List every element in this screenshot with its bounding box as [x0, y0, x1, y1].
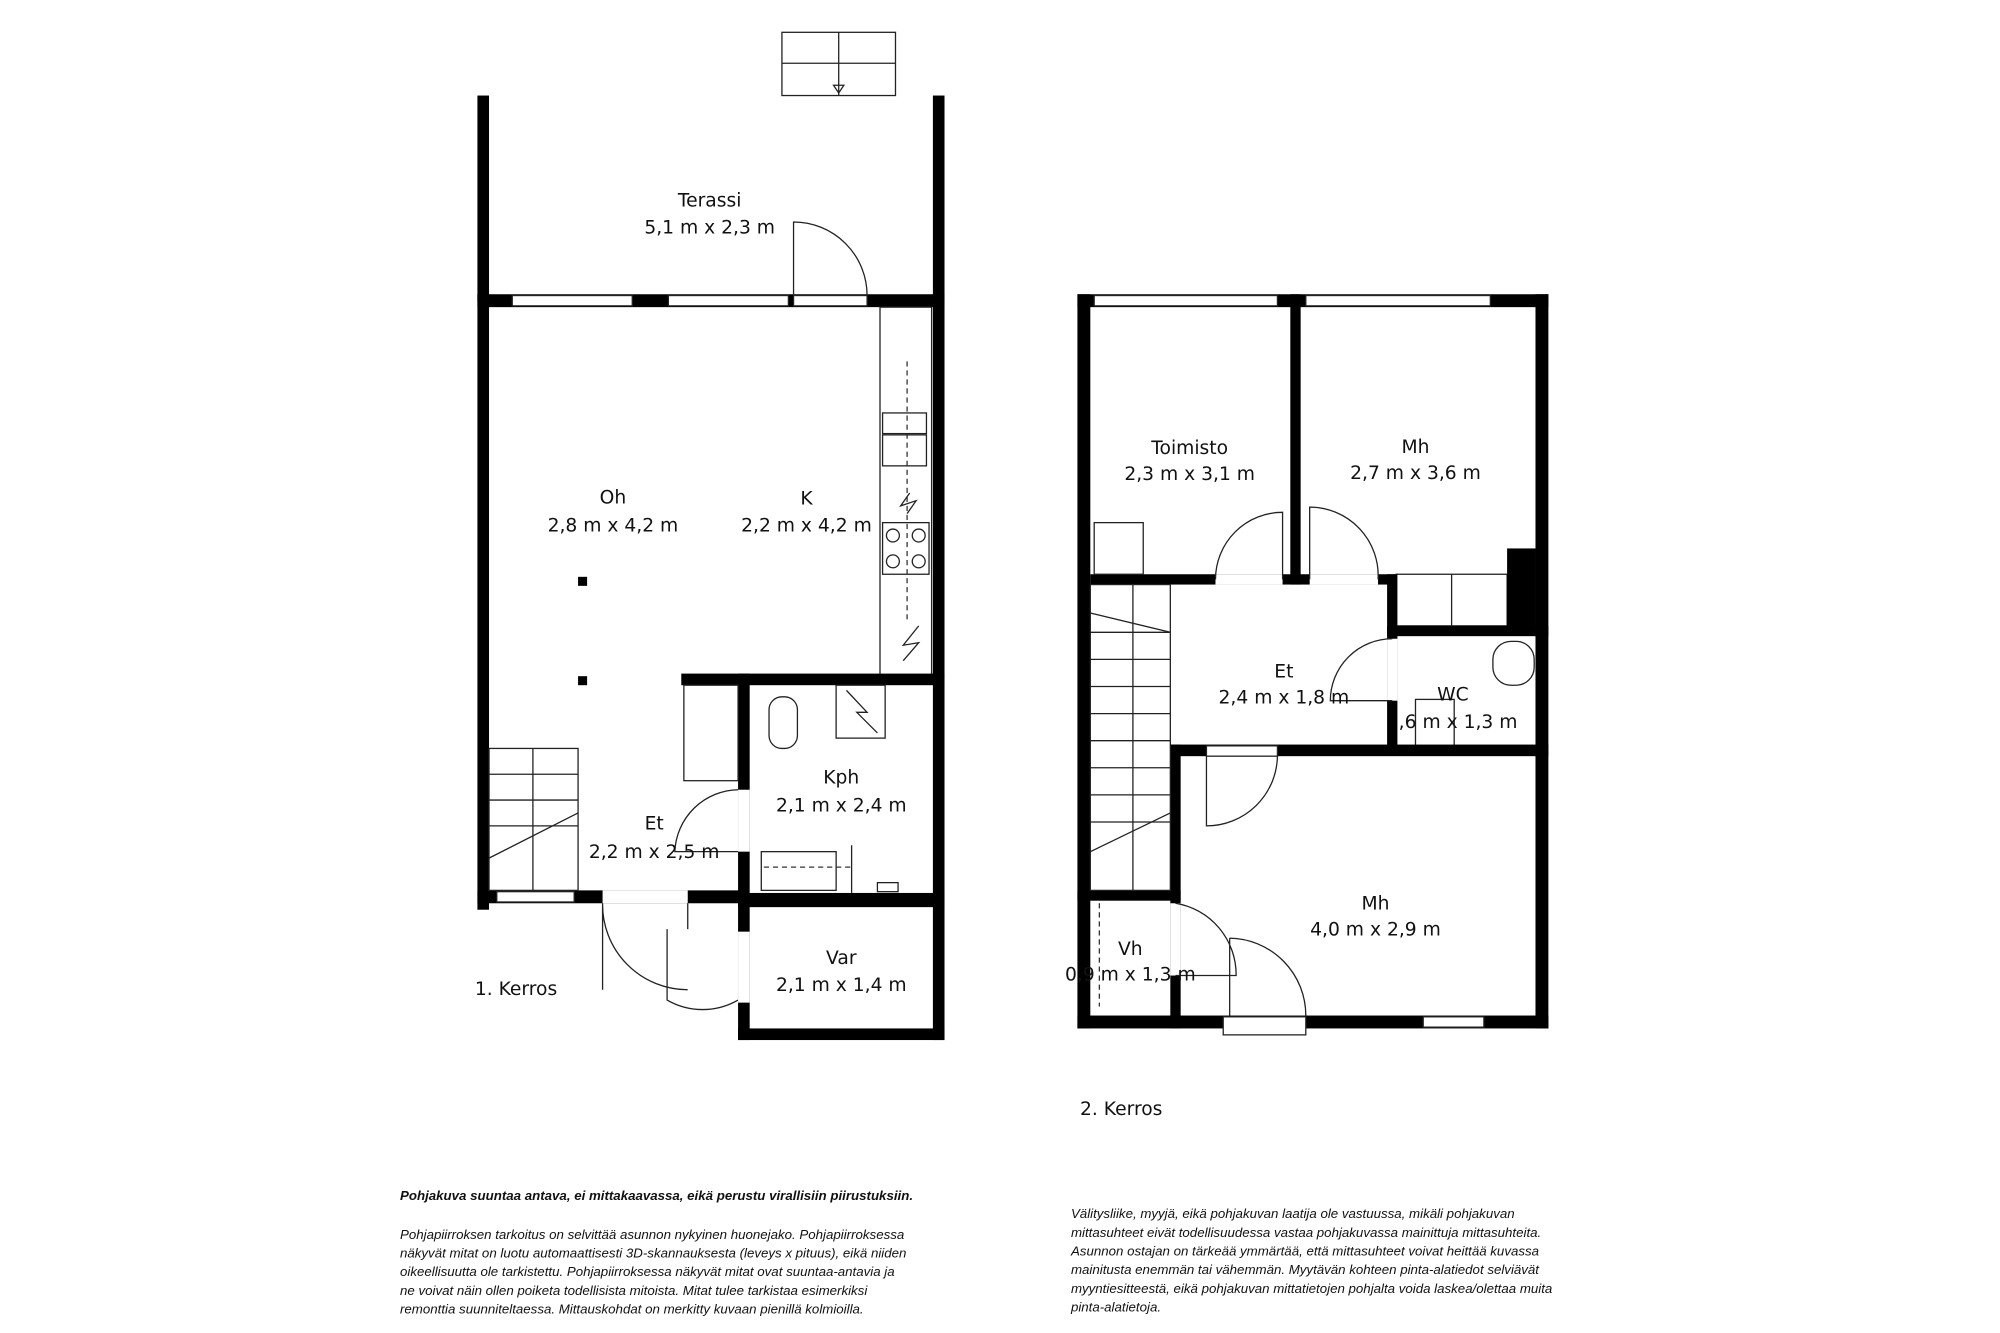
disclaimer-line: näkyvät mitat on luotu automaattisesti 3…	[400, 1245, 906, 1260]
room-name: Et	[645, 814, 664, 835]
room-name: Toimisto	[1150, 438, 1228, 459]
window	[496, 891, 575, 903]
room-size: 2,7 m x 3,6 m	[1350, 463, 1481, 484]
window	[667, 294, 790, 307]
window	[511, 294, 633, 307]
stairs-floor-2	[1089, 583, 1171, 892]
room-name: Terassi	[677, 190, 742, 211]
disclaimer-line: Välitysliike, myyjä, eikä pohjakuvan laa…	[1071, 1206, 1515, 1221]
disclaimer-line: pinta-alatietoja.	[1070, 1300, 1161, 1315]
floor-1-labels: Terassi 5,1 m x 2,3 m Oh 2,8 m x 4,2 m K…	[475, 190, 907, 999]
window	[1093, 294, 1279, 307]
disclaimer-heading: Pohjakuva suuntaa antava, ei mittakaavas…	[400, 1188, 913, 1203]
room-size: 0,9 m x 1,3 m	[1065, 965, 1196, 986]
room-size: 4,0 m x 2,9 m	[1310, 920, 1441, 941]
room-name: WC	[1437, 685, 1469, 706]
room-name: K	[800, 489, 813, 510]
disclaimer-left: Pohjakuva suuntaa antava, ei mittakaavas…	[400, 1188, 913, 1317]
terrace-door	[792, 294, 868, 307]
window	[1222, 1016, 1307, 1036]
room-size: 2,3 m x 3,1 m	[1124, 464, 1255, 485]
floor-1-walls	[477, 31, 945, 1041]
disclaimer-line: Pohjapiirroksen tarkoitus on selvittää a…	[400, 1227, 904, 1242]
disclaimer-line: ne voivat näin ollen poiketa todellisist…	[400, 1283, 868, 1298]
room-size: 2,8 m x 4,2 m	[548, 516, 679, 537]
disclaimer-line: myyntiesitteestä, eikä pohjakuvan mittat…	[1071, 1281, 1552, 1296]
room-size: 5,1 m x 2,3 m	[644, 218, 775, 239]
window	[1422, 1016, 1485, 1028]
room-size: 2,4 m x 1,8 m	[1219, 687, 1350, 708]
floor-title: 1. Kerros	[475, 979, 557, 1000]
room-name: Oh	[600, 487, 627, 508]
window	[1305, 294, 1491, 307]
floor-title: 2. Kerros	[1080, 1099, 1162, 1120]
room-size: 2,2 m x 2,5 m	[589, 842, 720, 863]
room-size: 2,2 m x 4,2 m	[741, 516, 872, 537]
disclaimer-right: Välitysliike, myyjä, eikä pohjakuvan laa…	[1070, 1206, 1552, 1315]
room-size: 2,1 m x 1,4 m	[776, 975, 907, 996]
room-name: Mh	[1401, 437, 1429, 458]
disclaimer-line: mittasuhteet eivät todellisuudessa vasta…	[1071, 1225, 1541, 1240]
room-name: Vh	[1118, 939, 1143, 960]
stairs-floor-1	[488, 747, 579, 892]
room-size: ,6 m x 1,3 m	[1399, 712, 1518, 733]
room-name: Kph	[823, 767, 859, 788]
room-name: Et	[1274, 661, 1293, 682]
disclaimer-line: Asunnon ostajan on tärkeää ymmärtää, ett…	[1070, 1244, 1539, 1259]
disclaimer-line: mainitusta enemmän tai vähemmän. Myytävä…	[1071, 1262, 1540, 1277]
floor-2-labels: Toimisto 2,3 m x 3,1 m Mh 2,7 m x 3,6 m …	[1065, 437, 1517, 1120]
room-name: Var	[826, 948, 857, 969]
disclaimer-line: oikeellisuutta ole tarkistettu. Pohjapii…	[400, 1264, 895, 1279]
room-name: Mh	[1361, 894, 1389, 915]
disclaimer-line: remonttia suunniteltaessa. Mittauskohdat…	[400, 1302, 864, 1317]
floor-2-walls	[1077, 294, 1549, 1036]
room-size: 2,1 m x 2,4 m	[776, 796, 907, 817]
